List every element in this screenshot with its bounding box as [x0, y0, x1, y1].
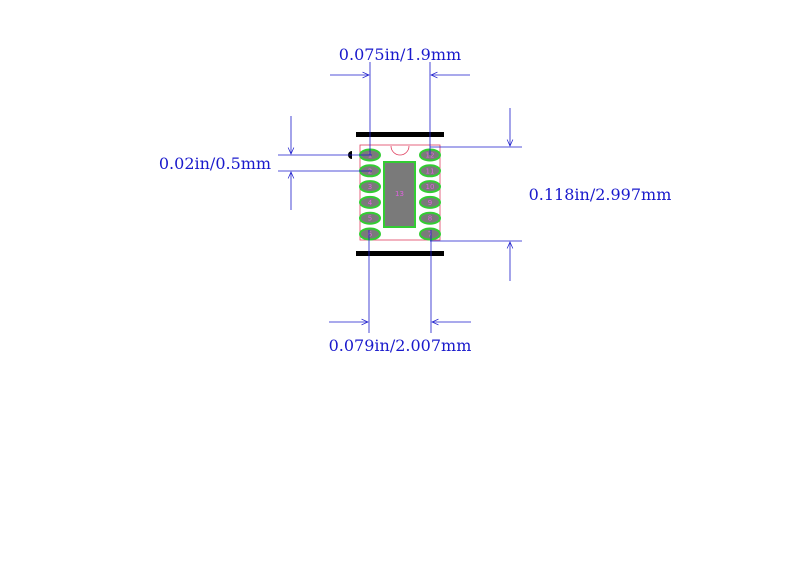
center-pad-label: 13: [395, 190, 404, 198]
pad-left-3: [359, 180, 381, 194]
pin-label-10: 10: [426, 183, 435, 191]
silkscreen-bottom-bar: [356, 251, 444, 256]
pin-label-3: 3: [368, 183, 372, 191]
dim-bottom-width-label: 0.079in/2.007mm: [329, 336, 472, 355]
pin-label-11: 11: [426, 167, 435, 175]
pin-label-5: 5: [368, 215, 372, 223]
dim-top-width-label: 0.075in/1.9mm: [339, 45, 461, 64]
silkscreen-top-bar: [356, 132, 444, 137]
pad-left-5: [359, 211, 381, 225]
pin-label-12: 12: [426, 152, 435, 160]
pad-right-8: [419, 211, 441, 225]
pin1-notch: [390, 145, 410, 156]
pin-label-4: 4: [368, 199, 373, 207]
pin-label-7: 7: [428, 231, 432, 239]
pads-right: 12 11 10 9 8 7: [419, 148, 441, 241]
pin-label-6: 6: [368, 231, 373, 239]
pad-right-9: [419, 195, 441, 209]
pin-label-1: 1: [368, 152, 372, 160]
pin-label-9: 9: [428, 199, 432, 207]
dim-height-label: 0.118in/2.997mm: [529, 185, 672, 204]
package-outline: [359, 144, 441, 241]
pad-right-7: [419, 227, 441, 241]
pad-left-4: [359, 195, 381, 209]
center-pad: [383, 161, 416, 228]
pad-left-6: [359, 227, 381, 241]
dim-pitch-label: 0.02in/0.5mm: [159, 154, 271, 173]
pads-left: 123456: [359, 148, 381, 241]
pad-right-10: [419, 180, 441, 194]
pad-right-11: [419, 164, 441, 178]
pin-label-8: 8: [428, 215, 432, 223]
